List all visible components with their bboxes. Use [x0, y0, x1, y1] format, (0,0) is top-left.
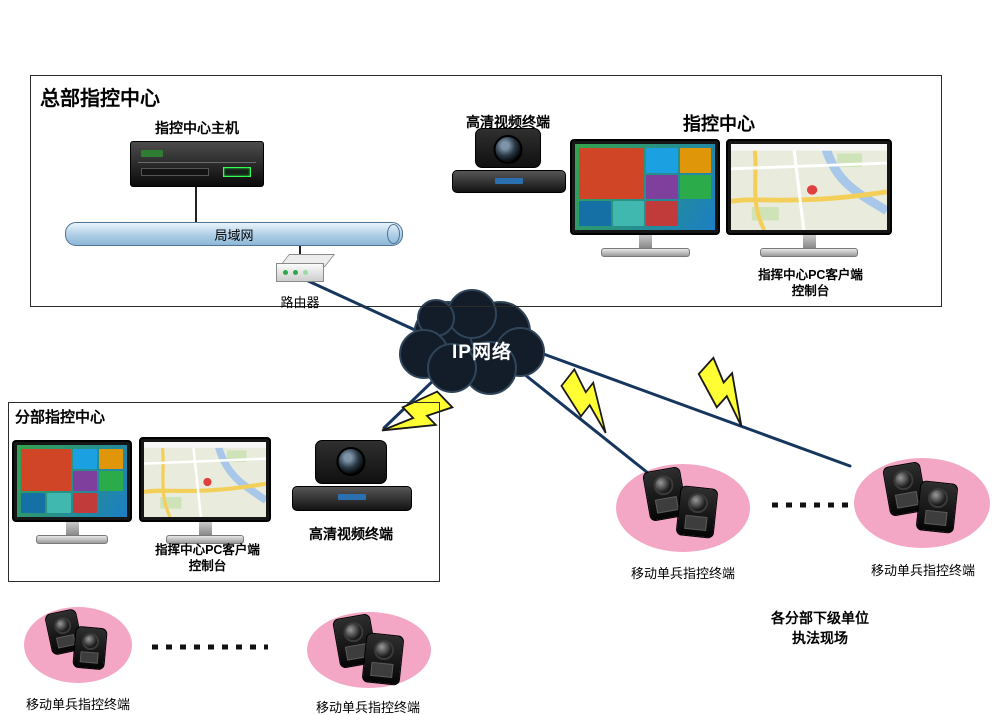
branch-console-label: 指挥中心PC客户端 控制台	[120, 542, 295, 574]
server-detail	[223, 167, 251, 177]
branch-console-line2: 控制台	[188, 559, 227, 573]
lan-label: 局域网	[214, 227, 254, 243]
router-label: 路由器	[280, 295, 320, 310]
branch-hd-terminal-label: 高清视频终端	[309, 526, 393, 542]
map-screen	[144, 442, 266, 517]
start-screen	[17, 445, 127, 517]
body-camera-icon	[915, 480, 959, 534]
start-tile	[646, 174, 678, 200]
map-screen	[731, 144, 887, 230]
monitor-stand	[198, 522, 212, 535]
monitor-base	[36, 535, 108, 544]
start-tile	[646, 148, 678, 173]
server-detail	[141, 150, 163, 157]
branch-console-line1: 指挥中心PC客户端	[155, 543, 260, 557]
router-detail	[276, 263, 324, 282]
cloud-label: IP网络	[452, 342, 512, 363]
start-tile	[21, 449, 71, 491]
lightning-icon-right-2	[697, 356, 743, 427]
line-server-to-lan	[195, 185, 197, 222]
right-terminal2-label: 移动单兵指控终端	[870, 563, 975, 578]
start-tile	[73, 449, 97, 469]
start-tile	[73, 471, 97, 491]
monitor-map-icon	[726, 139, 892, 257]
camera-head	[315, 440, 387, 484]
start-tile	[579, 201, 611, 226]
hq-console-line2: 控制台	[791, 284, 830, 298]
server-detail	[141, 168, 209, 176]
line-cloud-to-far-right	[536, 350, 852, 468]
monitor-frame	[139, 437, 271, 522]
start-tile	[47, 493, 71, 513]
start-tile	[679, 148, 711, 173]
hq-center-label: 指控中心	[683, 114, 755, 134]
start-screen	[575, 144, 715, 230]
camera-head	[475, 128, 541, 168]
right-terminal1-label: 移动单兵指控终端	[630, 566, 735, 581]
lan-bus: 局域网	[65, 222, 403, 246]
hq-console-line1: 指挥中心PC客户端	[758, 268, 863, 282]
hq-command-center-box	[30, 75, 942, 307]
lightning-icon-branch	[381, 390, 455, 432]
monitor-stand	[638, 235, 652, 248]
field-units-caption-line2: 执法现场	[792, 630, 848, 646]
monitor-start-screen-icon	[570, 139, 720, 257]
start-tile	[646, 201, 678, 226]
start-tile	[21, 493, 45, 513]
camera-base	[452, 170, 566, 193]
network-cloud-icon	[399, 289, 545, 395]
monitor-base	[600, 248, 690, 257]
monitor-frame	[570, 139, 720, 235]
start-tile	[679, 174, 711, 200]
ptz-camera-icon	[292, 440, 412, 511]
start-tile	[579, 148, 644, 200]
hq-console-label: 指挥中心PC客户端 控制台	[723, 267, 898, 299]
body-camera-icon	[675, 485, 719, 539]
monitor-base	[165, 535, 245, 544]
start-tile	[99, 471, 123, 491]
server-icon	[130, 141, 264, 187]
start-tile	[99, 449, 123, 469]
branch-command-center-box	[8, 402, 440, 582]
hq-hd-terminal-label: 高清视频终端	[466, 114, 550, 130]
bottom-terminal1-label: 移动单兵指控终端	[25, 697, 130, 712]
lightning-icon-right-1	[560, 367, 607, 434]
field-units-caption: 各分部下级单位 执法现场	[740, 608, 900, 648]
start-tile	[73, 493, 97, 513]
bottom-terminal2-label: 移动单兵指控终端	[315, 700, 420, 715]
monitor-frame	[12, 440, 132, 522]
branch-title: 分部指控中心	[15, 409, 106, 426]
body-camera-icon	[361, 632, 405, 686]
camera-base	[292, 486, 412, 511]
line-cloud-to-right	[522, 372, 650, 475]
monitor-start-screen-icon	[12, 440, 132, 544]
body-camera-icon	[72, 625, 108, 671]
ptz-camera-icon	[452, 128, 566, 193]
hq-host-label: 指控中心主机	[155, 120, 239, 136]
start-tile	[612, 201, 644, 226]
monitor-stand	[802, 235, 816, 248]
field-units-caption-line1: 各分部下级单位	[771, 610, 869, 626]
monitor-base	[759, 248, 859, 257]
monitor-map-icon	[139, 437, 271, 544]
monitor-frame	[726, 139, 892, 235]
router-icon	[276, 254, 336, 286]
server-detail	[138, 162, 256, 163]
line-lan-to-router	[299, 244, 301, 256]
hq-title: 总部指控中心	[40, 88, 160, 110]
monitor-stand	[65, 522, 79, 535]
